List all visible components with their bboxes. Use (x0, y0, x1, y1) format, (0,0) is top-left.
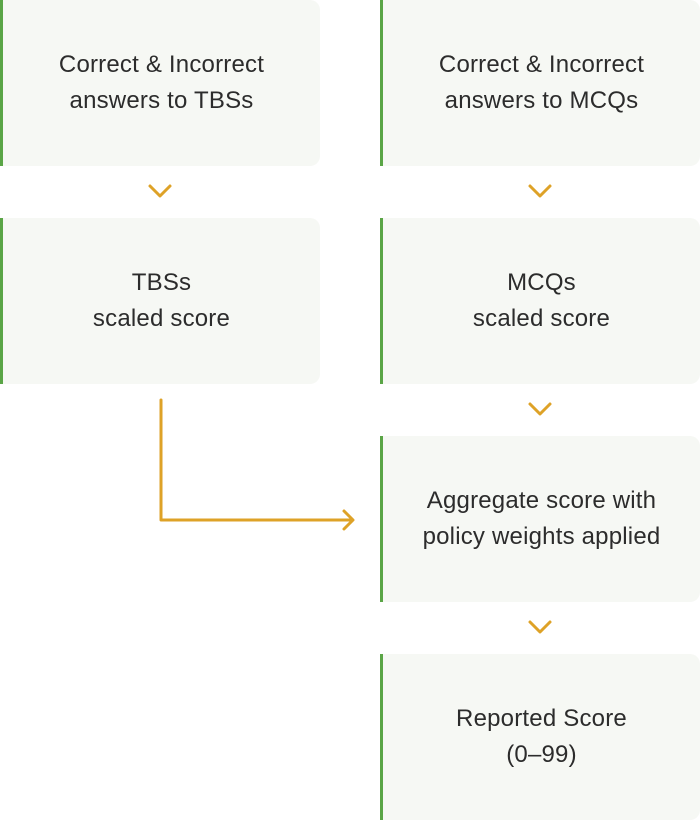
mcq-scaled-line2: scaled score (472, 305, 611, 332)
mcq-scaled-box: MCQs scaled score (380, 218, 700, 384)
mcq-answers-box: Correct & Incorrect answers to MCQs (380, 0, 700, 166)
tbs-scaled-line2: scaled score (92, 305, 231, 332)
chevron-down-icon (528, 402, 552, 416)
chevron-down-icon (528, 184, 552, 198)
reported-line1: Reported Score (456, 705, 627, 732)
mcq-scaled-line1: MCQs (507, 269, 576, 296)
reported-line2: (0–99) (506, 741, 577, 768)
tbs-answers-box: Correct & Incorrect answers to TBSs (0, 0, 320, 166)
elbow-arrow-right-icon (159, 398, 355, 531)
tbs-answers-line2: answers to TBSs (69, 87, 254, 114)
reported-score-box: Reported Score (0–99) (380, 654, 700, 820)
aggregate-line1: Aggregate score with (426, 487, 657, 514)
chevron-down-icon (148, 184, 172, 198)
mcq-answers-line1: Correct & Incorrect (438, 51, 645, 78)
aggregate-score-box: Aggregate score with policy weights appl… (380, 436, 700, 602)
tbs-answers-line1: Correct & Incorrect (58, 51, 265, 78)
tbs-scaled-line1: TBSs (131, 269, 192, 296)
aggregate-line2: policy weights applied (422, 523, 661, 550)
chevron-down-icon (528, 620, 552, 634)
tbs-scaled-box: TBSs scaled score (0, 218, 320, 384)
mcq-answers-line2: answers to MCQs (444, 87, 639, 114)
